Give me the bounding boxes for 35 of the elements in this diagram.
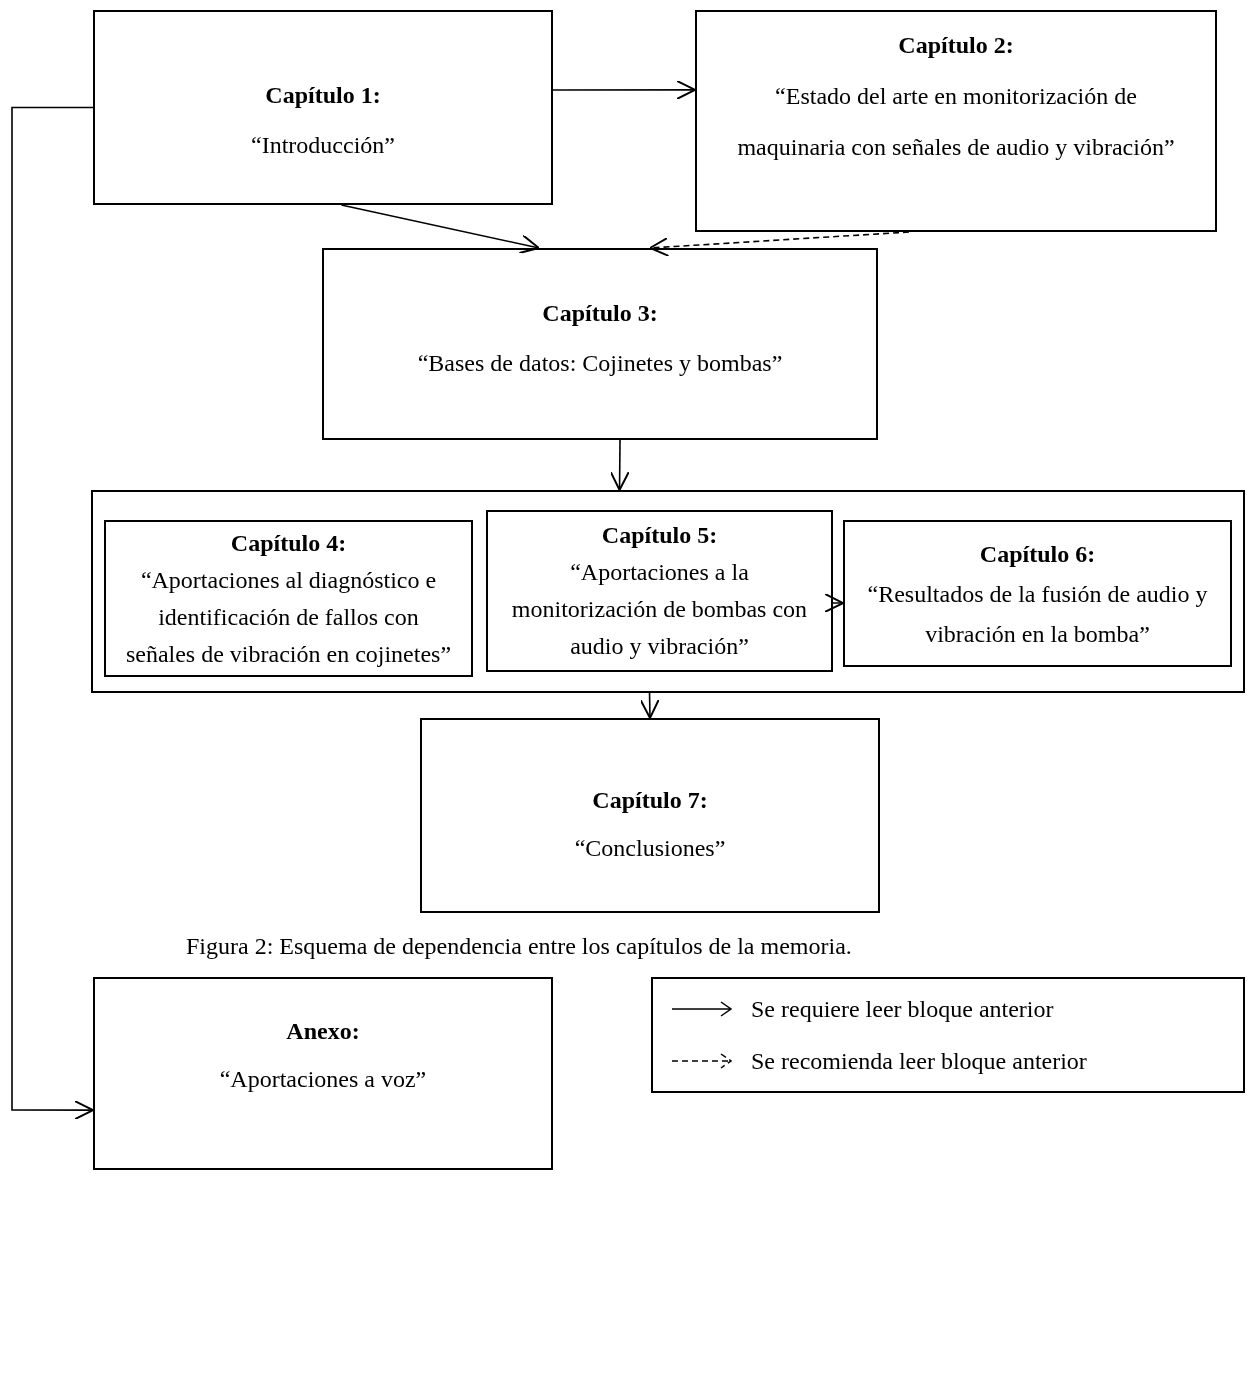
chapter-title: “Aportaciones al diagnóstico e identificación de fallos con señales de vibración en cojinetes” [124,565,453,669]
chapter-box [322,248,878,440]
chapter-heading: Anexo: [286,1017,360,1046]
chapter-title: “Bases de datos: Cojinetes y bombas” [417,349,783,378]
chapter-box [93,977,553,1170]
chapter-heading: Capítulo 6: [979,539,1096,569]
arrow [340,204,540,254]
arrow [609,439,630,491]
chapter-box [695,10,1217,232]
chapter-title: “Introducción” [251,131,395,160]
chapter-box [843,520,1232,667]
chapter-box [420,718,880,913]
arrow [639,692,660,719]
chapter-title: “Estado del arte en monitorización de maquinaria con señales de audio y vibración” [736,82,1176,162]
chapter-heading: Capítulo 3: [542,299,658,328]
arrow [11,106,94,1121]
chapter-heading: Capítulo 4: [230,528,347,558]
chapter-title: “Resultados de la fusión de audio y vibración en la bomba” [866,579,1209,649]
legend-text: Se recomienda leer bloque anterior [751,1047,1087,1076]
arrow [649,231,910,257]
chapter-heading: Capítulo 5: [601,521,718,550]
chapter-box [486,510,833,672]
chapter-title: “Aportaciones a la monitorización de bombas con audio y vibración” [510,558,809,661]
chapter-title: “Aportaciones a voz” [219,1065,427,1094]
group-box [91,490,1245,693]
arrow [552,79,696,100]
chapter-box [104,520,473,677]
chapter-box [93,10,553,205]
chapter-title: “Conclusiones” [574,834,726,863]
chapter-heading: Capítulo 2: [898,31,1014,60]
legend-text: Se requiere leer bloque anterior [751,995,1054,1024]
arrow [823,592,844,613]
chapter-heading: Capítulo 1: [265,81,381,110]
chapter-heading: Capítulo 7: [592,786,708,815]
figure-caption: Figura 2: Esquema de dependencia entre los capítulos de la memoria. [186,932,852,961]
